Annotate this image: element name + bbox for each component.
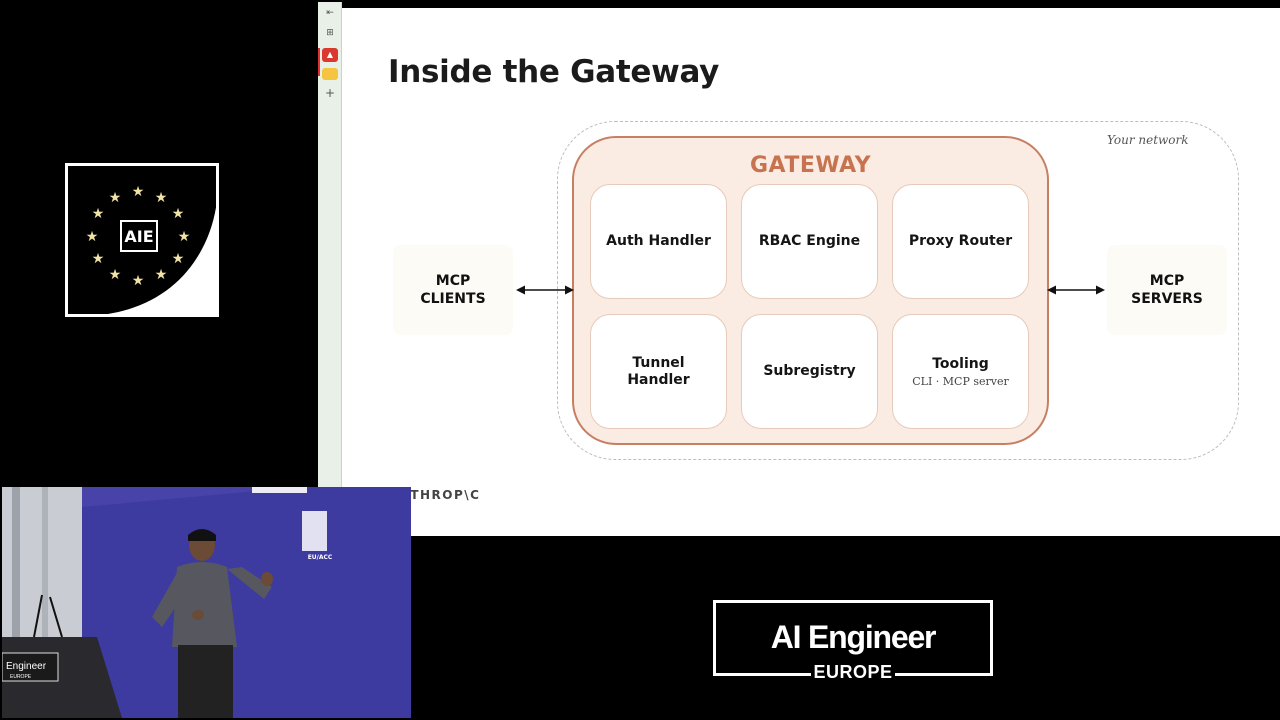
component-proxy-router: Proxy Router xyxy=(892,184,1029,299)
podium-text: Engineer xyxy=(6,661,47,672)
star-icon: ★ xyxy=(92,206,105,222)
mcp-servers-node: MCP SERVERS xyxy=(1107,245,1227,335)
slides-tab-icon[interactable] xyxy=(322,68,338,80)
component-label: Auth Handler xyxy=(606,233,711,249)
ai-engineer-europe-logo: AI Engineer EUROPE xyxy=(713,600,993,686)
star-icon: ★ xyxy=(86,229,99,245)
apps-grid-icon[interactable]: ⊞ xyxy=(326,28,334,38)
star-icon: ★ xyxy=(155,190,168,206)
component-subregistry: Subregistry xyxy=(741,314,878,429)
component-label: Subregistry xyxy=(763,363,856,379)
mcp-servers-label: MCP SERVERS xyxy=(1131,273,1203,307)
component-auth-handler: Auth Handler xyxy=(590,184,727,299)
component-label: Tunnel Handler xyxy=(627,354,690,388)
star-icon: ★ xyxy=(132,273,145,289)
network-label: Your network xyxy=(1107,133,1189,147)
component-label: RBAC Engine xyxy=(758,233,861,249)
star-icon: ★ xyxy=(109,190,122,206)
browser-side-strip: ⇤ ⊞ ▲ + xyxy=(318,2,342,542)
aie-logo: ★ ★ ★ ★ ★ ★ ★ ★ ★ ★ ★ ★ AIE xyxy=(65,163,219,317)
clients-gateway-arrow xyxy=(516,285,574,295)
star-icon: ★ xyxy=(172,206,185,222)
star-icon: ★ xyxy=(172,251,185,267)
aie-emblem: ★ ★ ★ ★ ★ ★ ★ ★ ★ ★ ★ ★ AIE xyxy=(68,166,216,314)
gateway-title: GATEWAY xyxy=(749,153,872,178)
slide-title: Inside the Gateway xyxy=(388,54,720,90)
mcp-clients-label: MCP CLIENTS xyxy=(420,273,486,307)
youtube-tab-icon[interactable]: ▲ xyxy=(322,48,338,62)
star-icon: ★ xyxy=(109,267,122,283)
podium-subtext: EUROPE xyxy=(10,674,32,680)
component-rbac-engine: RBAC Engine xyxy=(741,184,878,299)
star-icon: ★ xyxy=(178,229,191,245)
speaker-camera-feed: EU/ACC Engineer EUROPE xyxy=(2,487,411,718)
slide-canvas: Inside the Gateway Your network GATEWAY … xyxy=(342,8,1280,536)
collapse-sidebar-icon[interactable]: ⇤ xyxy=(326,8,334,18)
active-tab-indicator xyxy=(318,48,320,76)
component-label: Tooling xyxy=(932,355,989,372)
new-tab-icon[interactable]: + xyxy=(324,86,336,100)
banner-text: EU/ACC xyxy=(308,554,333,561)
star-icon: ★ xyxy=(155,267,168,283)
event-region: EUROPE xyxy=(811,662,895,686)
gateway-servers-arrow xyxy=(1047,285,1105,295)
component-label: Proxy Router xyxy=(908,233,1013,249)
aie-logo-text: AIE xyxy=(124,227,153,246)
component-tunnel-handler: Tunnel Handler xyxy=(590,314,727,429)
star-icon: ★ xyxy=(92,251,105,267)
component-tooling: Tooling CLI · MCP server xyxy=(892,314,1029,429)
speaker-video-frame: EU/ACC Engineer EUROPE xyxy=(2,487,411,718)
mcp-clients-node: MCP CLIENTS xyxy=(393,245,513,335)
event-name: AI Engineer xyxy=(770,619,937,655)
star-icon: ★ xyxy=(132,184,145,200)
component-sublabel: CLI · MCP server xyxy=(912,374,1009,388)
